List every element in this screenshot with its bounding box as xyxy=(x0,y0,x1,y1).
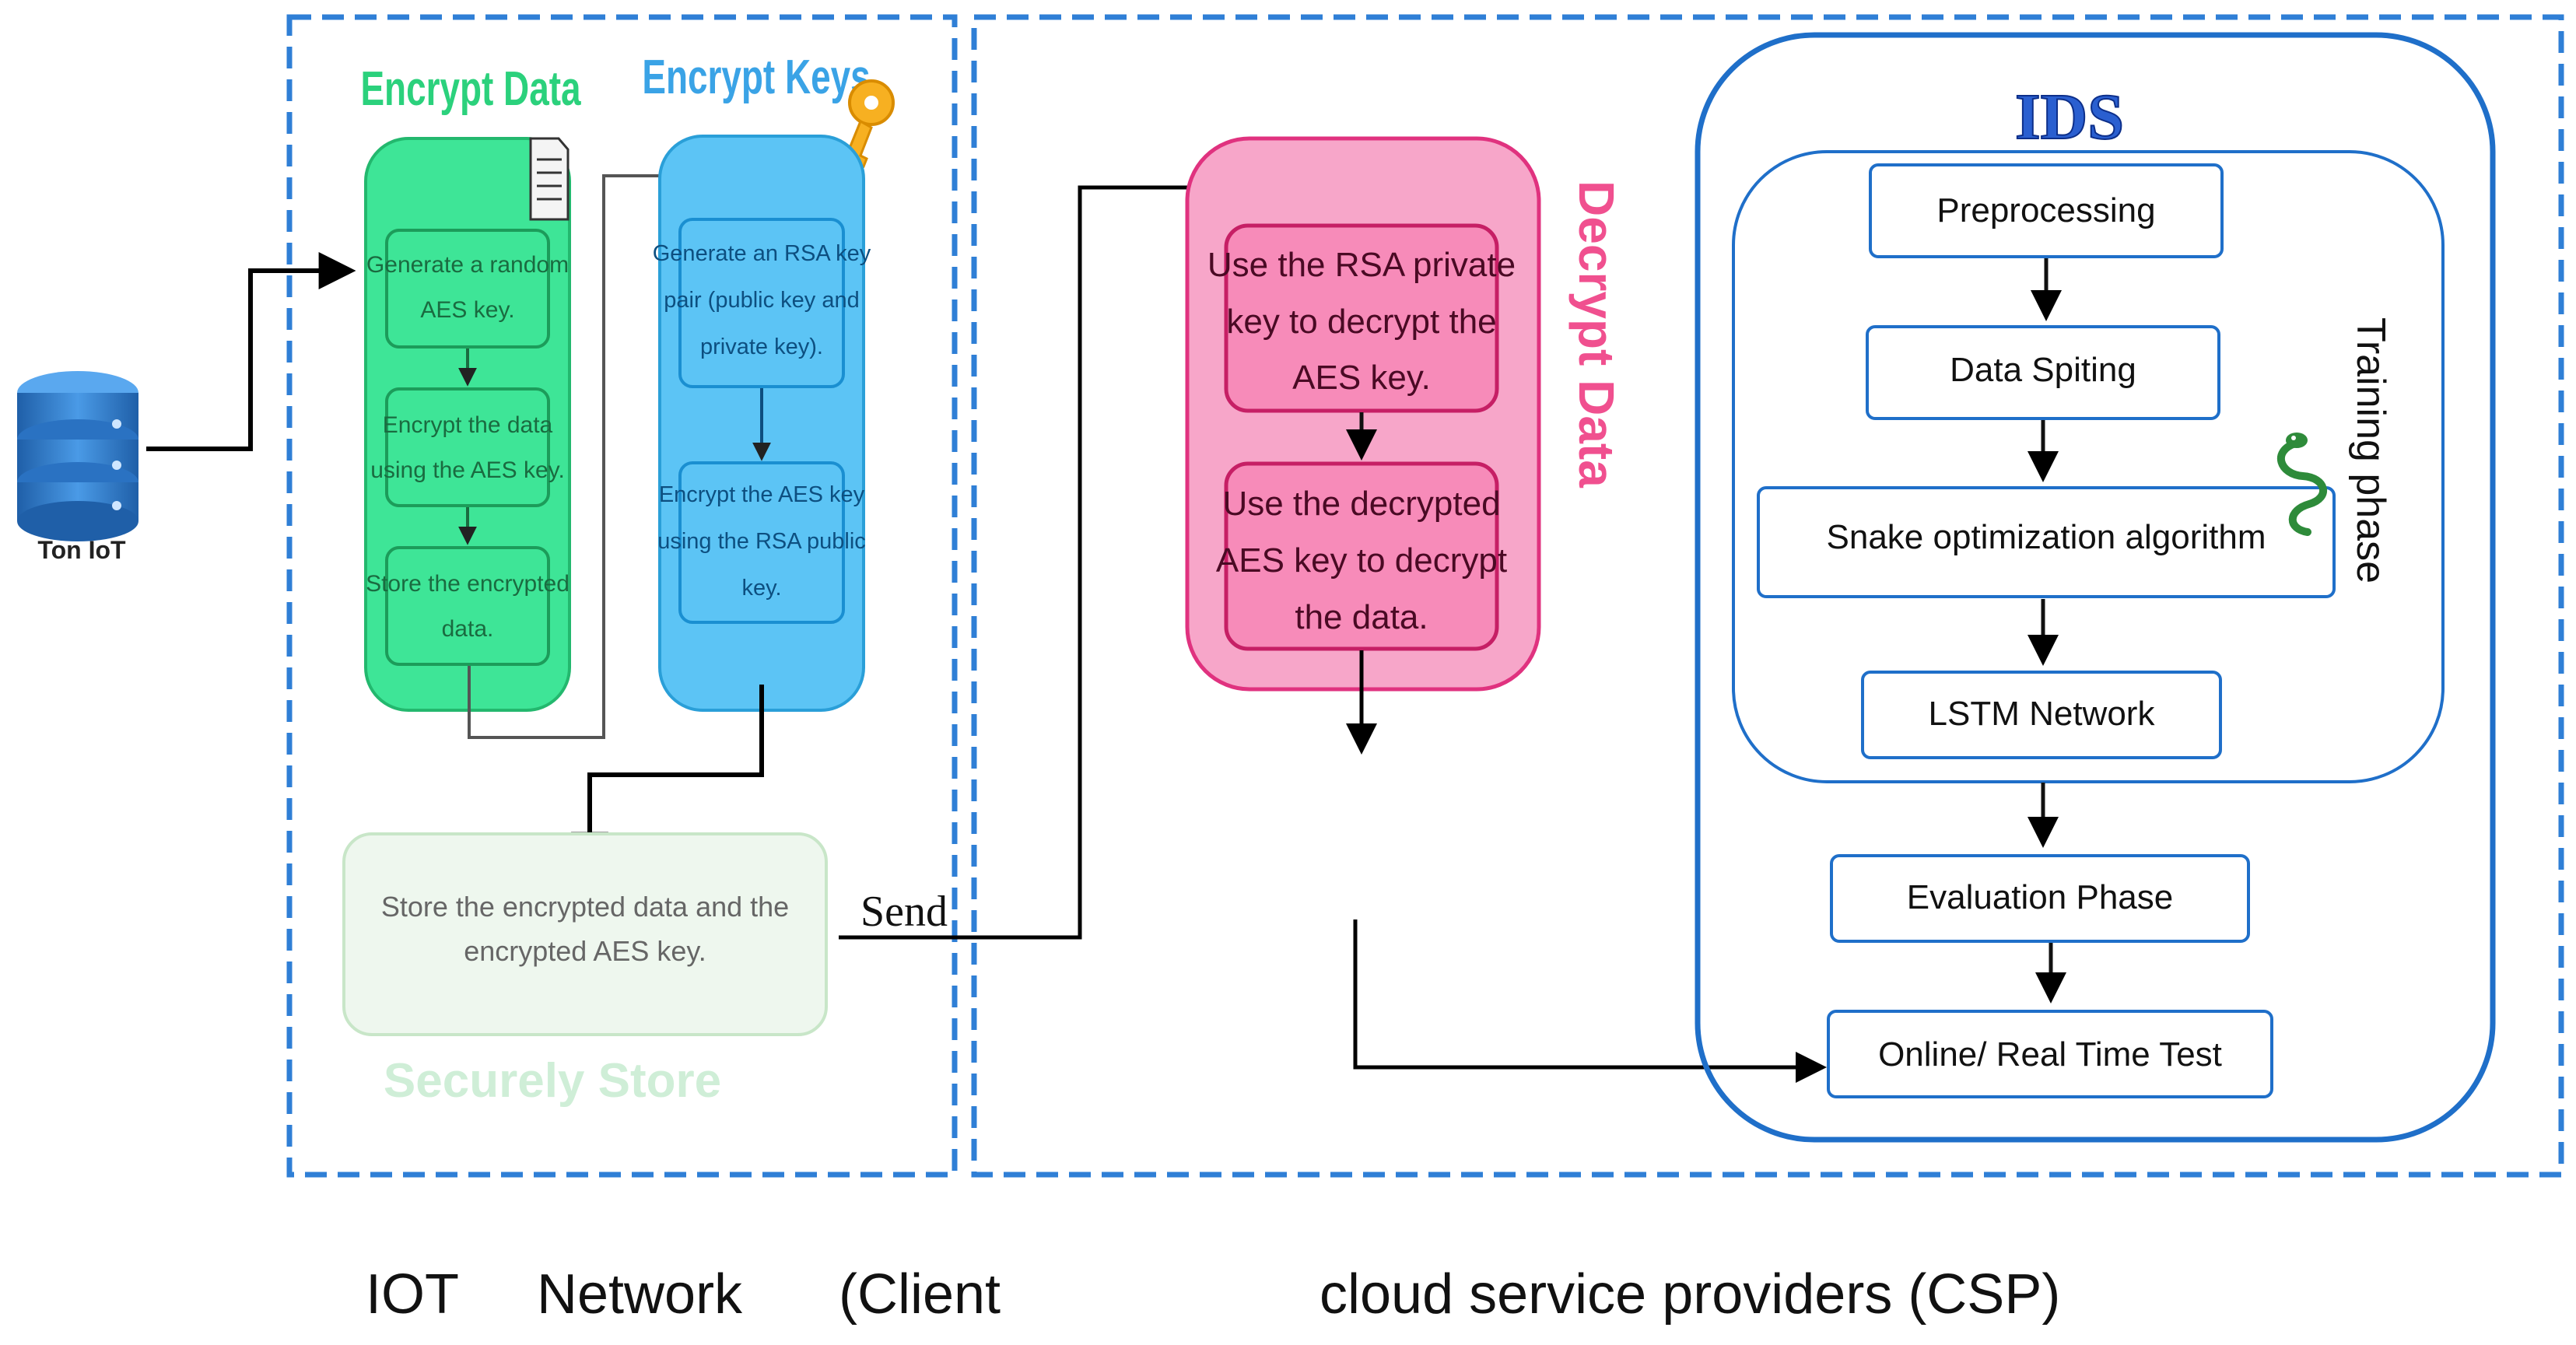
encrypt-keys-title: Encrypt Keys xyxy=(642,50,870,103)
svg-text:Generate an RSA key: Generate an RSA key xyxy=(653,241,871,266)
svg-text:Snake optimization algorithm: Snake optimization algorithm xyxy=(1827,518,2266,556)
document-icon xyxy=(529,137,570,221)
svg-text:(Client: (Client xyxy=(839,1263,1001,1326)
connector-db-to-encrypt xyxy=(146,252,356,451)
source-label: Ton IoT xyxy=(37,536,126,564)
client-caption: IOT Network (Client xyxy=(366,1263,1001,1326)
preprocessing-box: Preprocessing xyxy=(1869,163,2224,258)
svg-text:Use the RSA private: Use the RSA private xyxy=(1207,246,1516,284)
svg-text:pair (public key and: pair (public key and xyxy=(664,288,859,313)
csp-region-border xyxy=(971,14,2564,1178)
svg-text:Encrypt the AES key: Encrypt the AES key xyxy=(659,482,865,507)
svg-text:Encrypt the data: Encrypt the data xyxy=(383,412,553,438)
secure-store-text-line-2: encrypted AES key. xyxy=(464,935,706,967)
evaluation-phase-box: Evaluation Phase xyxy=(1830,854,2250,943)
lstm-network-box: LSTM Network xyxy=(1861,671,2222,759)
decrypt-step-2: Use the decrypted AES key to decrypt the… xyxy=(1216,461,1507,651)
svg-text:AES key.: AES key. xyxy=(1292,359,1431,397)
online-test-box: Online/ Real Time Test xyxy=(1827,1010,2273,1098)
encrypt-keys-step-2: Encrypt the AES key using the RSA public… xyxy=(657,461,866,624)
client-region-border xyxy=(286,14,958,1178)
svg-text:Generate a random: Generate a random xyxy=(366,252,569,278)
svg-text:IOT: IOT xyxy=(366,1263,459,1326)
encrypt-data-step-1: Generate a random AES key. xyxy=(366,229,569,349)
svg-text:the data.: the data. xyxy=(1295,598,1428,636)
secure-store-title: Securely Store xyxy=(384,1054,721,1108)
svg-text:data.: data. xyxy=(442,616,494,642)
svg-text:Store the encrypted: Store the encrypted xyxy=(366,571,570,597)
connector-keys-to-store xyxy=(571,685,764,870)
encrypt-data-step-3: Store the encrypted data. xyxy=(366,546,570,666)
snake-icon xyxy=(2276,433,2327,536)
svg-text:key to decrypt the: key to decrypt the xyxy=(1226,303,1496,341)
secure-store-text-line-1: Store the encrypted data and the xyxy=(381,891,789,923)
snake-optimization-box: Snake optimization algorithm xyxy=(1757,486,2336,598)
svg-text:using the AES key.: using the AES key. xyxy=(370,457,565,483)
svg-text:key.: key. xyxy=(741,576,781,601)
encrypt-data-title: Encrypt Data xyxy=(360,61,581,115)
encrypt-data-step-2: Encrypt the data using the AES key. xyxy=(370,387,565,507)
svg-text:AES key to decrypt: AES key to decrypt xyxy=(1216,541,1507,580)
svg-text:LSTM Network: LSTM Network xyxy=(1929,695,2156,733)
svg-text:Network: Network xyxy=(537,1263,743,1326)
decrypt-title: Decrypt Data xyxy=(1568,180,1624,488)
svg-text:AES key.: AES key. xyxy=(420,297,514,323)
data-splitting-box: Data Spiting xyxy=(1866,325,2220,420)
training-phase-container xyxy=(1732,150,2445,783)
svg-text:Use the decrypted: Use the decrypted xyxy=(1222,485,1500,523)
training-phase-label: Training phase xyxy=(2348,317,2393,583)
database-icon xyxy=(17,371,138,541)
svg-text:private key).: private key). xyxy=(700,334,823,359)
connector-decrypt-to-online xyxy=(1353,919,1827,1083)
svg-text:Online/ Real Time Test: Online/ Real Time Test xyxy=(1878,1035,2222,1074)
svg-text:Preprocessing: Preprocessing xyxy=(1936,191,2155,229)
csp-caption: cloud service providers (CSP) xyxy=(1320,1263,2060,1326)
svg-text:Evaluation Phase: Evaluation Phase xyxy=(1907,878,2173,916)
send-label: Send xyxy=(860,888,948,936)
svg-text:Data Spiting: Data Spiting xyxy=(1950,351,2136,389)
svg-text:using the RSA public: using the RSA public xyxy=(657,529,866,554)
decrypt-step-1: Use the RSA private key to decrypt the A… xyxy=(1207,223,1516,413)
ids-title: IDS xyxy=(2015,81,2124,153)
secure-store-box xyxy=(342,832,828,1036)
encrypt-keys-step-1: Generate an RSA key pair (public key and… xyxy=(653,218,871,388)
ids-container xyxy=(1695,32,2496,1143)
